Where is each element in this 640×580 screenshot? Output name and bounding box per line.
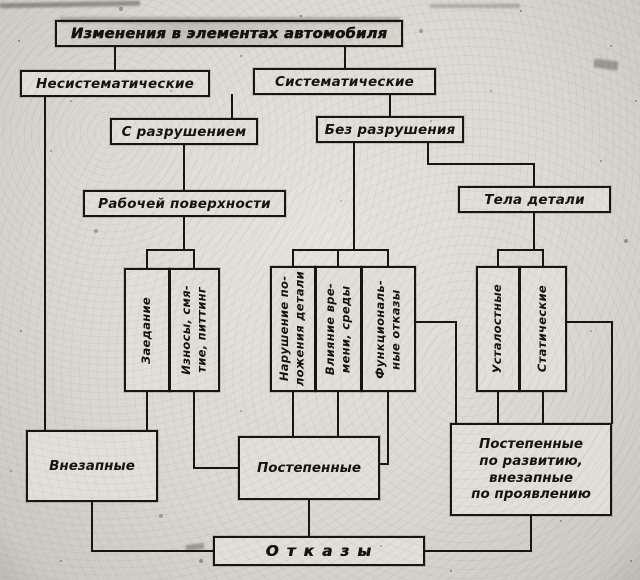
node-nonsystematic: Несистематические: [20, 70, 210, 97]
node-seizing: Заедание: [124, 268, 170, 392]
node-functional-failures: Функциональ- ные отказы: [361, 266, 416, 392]
node-title: Изменения в элементах автомобиля: [55, 20, 403, 47]
node-functional-failures-label: Функциональ- ные отказы: [372, 279, 403, 379]
node-time-environment: Влияние вре- мени, среды: [315, 266, 362, 392]
node-with-destruction: С разрушением: [110, 118, 258, 145]
node-systematic: Систематические: [253, 68, 436, 95]
node-gradual: Постепенные: [238, 436, 380, 500]
node-static-label: Статические: [535, 285, 550, 373]
node-gradual-sudden: Постепенные по развитию, внезапные по пр…: [450, 423, 612, 516]
node-static: Статические: [519, 266, 567, 392]
node-part-body: Тела детали: [458, 186, 611, 213]
node-position-violation-label: Нарушение по- ложения детали: [277, 271, 307, 387]
node-failures-result: О т к а з ы: [213, 536, 425, 566]
node-fatigue: Усталостные: [476, 266, 520, 392]
node-time-environment-label: Влияние вре- мени, среды: [322, 282, 353, 376]
node-wear-label: Износы, смя- тие, питтинг: [178, 285, 209, 375]
node-without-destruction: Без разрушения: [316, 116, 464, 143]
node-wear: Износы, смя- тие, питтинг: [169, 268, 220, 392]
node-fatigue-label: Усталостные: [490, 284, 505, 374]
node-working-surface: Рабочей поверхности: [83, 190, 286, 217]
node-position-violation: Нарушение по- ложения детали: [270, 266, 316, 392]
node-sudden: Внезапные: [26, 430, 158, 502]
node-seizing-label: Заедание: [139, 296, 154, 364]
